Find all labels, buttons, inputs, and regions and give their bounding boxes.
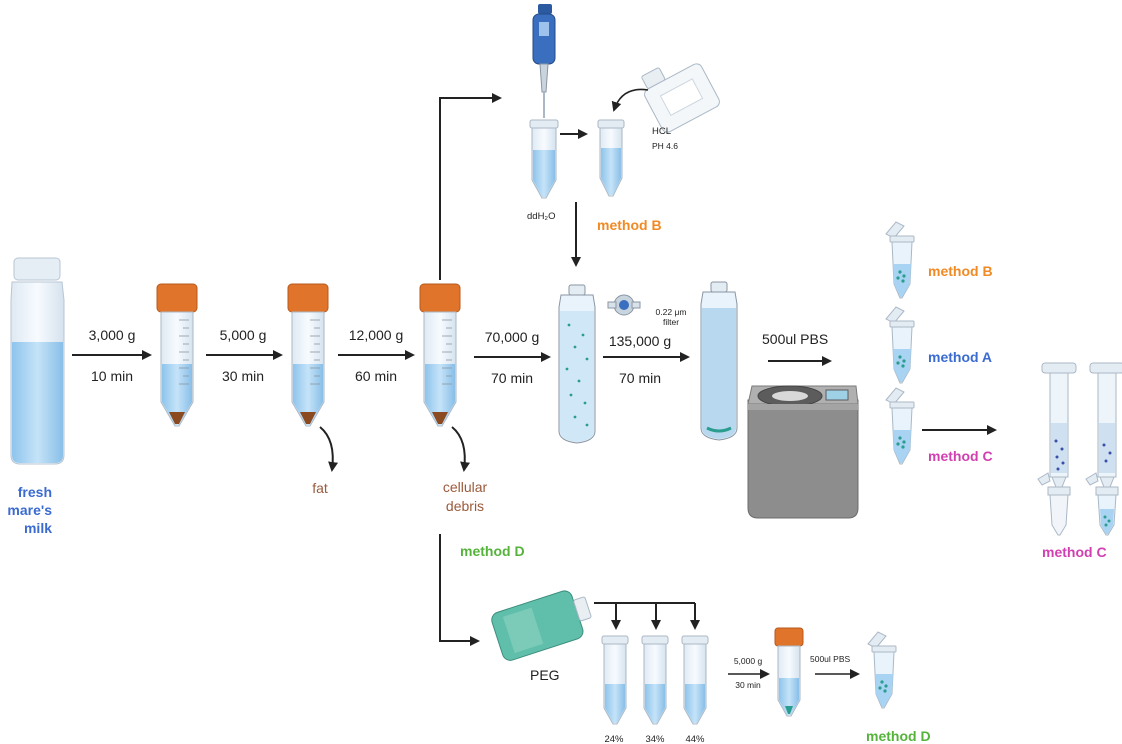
- centrifuge-icon: [747, 385, 859, 519]
- falcon-tube-icon: [287, 283, 329, 427]
- method-b-label: method B: [597, 217, 662, 233]
- sec-column-icon: [1085, 362, 1122, 536]
- method-d-pbs-label: 500ul PBS: [810, 654, 850, 664]
- step-5-force: 135,000 g: [609, 333, 671, 349]
- ultracentrifuge-tube-icon: [558, 284, 596, 444]
- reagent-bottle-icon: [641, 63, 720, 133]
- step-4-force: 70,000 g: [485, 329, 540, 345]
- result-label-method-c: method C: [928, 448, 993, 464]
- method-d-spin-time: 30 min: [735, 680, 761, 690]
- sec-column-icon: [1037, 362, 1077, 536]
- conical-tube-icon: [597, 119, 625, 197]
- filter-label-line2: filter: [663, 317, 679, 327]
- arrow: [439, 93, 502, 280]
- peg-percentage: 44%: [685, 734, 705, 744]
- milk-bottle-icon: [10, 257, 65, 465]
- peg-percentage: 34%: [645, 734, 665, 744]
- step-5-time: 70 min: [619, 370, 661, 386]
- acid-label-line2: PH 4.6: [652, 141, 678, 151]
- peg-percentage: 24%: [604, 734, 624, 744]
- source-label-line3: milk: [24, 520, 52, 536]
- arrow: [451, 426, 471, 472]
- arrow: [319, 426, 339, 472]
- water-label: ddH₂O: [527, 211, 556, 222]
- result-label-method-a: method A: [928, 349, 992, 365]
- eppendorf-tube-icon: [885, 221, 915, 299]
- peg-bottle-icon: [491, 590, 592, 661]
- peg-label: PEG: [530, 667, 560, 683]
- method-d-final-label: method D: [866, 728, 931, 744]
- arrow: [611, 88, 649, 112]
- conical-tube-icon: [529, 119, 559, 199]
- step-3-time: 60 min: [355, 368, 397, 384]
- source-label-line2: mare's: [7, 502, 52, 518]
- conical-tube-icon: [601, 635, 629, 725]
- pbs-label: 500ul PBS: [762, 331, 828, 347]
- method-d-label: method D: [460, 543, 525, 559]
- eppendorf-tube-icon: [885, 387, 915, 465]
- step-1-time: 10 min: [91, 368, 133, 384]
- step-2-time: 30 min: [222, 368, 264, 384]
- falcon-tube-icon: [774, 627, 804, 717]
- syringe-filter-icon: [607, 294, 641, 316]
- arrow: [439, 534, 480, 646]
- filter-label-line1: 0.22 μm: [656, 307, 687, 317]
- step-1-force: 3,000 g: [89, 327, 136, 343]
- method-d-spin-force: 5,000 g: [734, 656, 763, 666]
- falcon-tube-icon: [156, 283, 198, 427]
- debris-label-line1: cellular: [443, 479, 488, 495]
- pipette-icon: [532, 4, 556, 118]
- debris-label-line2: debris: [446, 498, 484, 514]
- conical-tube-icon: [641, 635, 669, 725]
- step-4-time: 70 min: [491, 370, 533, 386]
- conical-tube-icon: [681, 635, 709, 725]
- eppendorf-tube-icon: [867, 631, 897, 709]
- acid-label-line1: HCL: [652, 126, 671, 137]
- source-label-line1: fresh: [18, 484, 52, 500]
- fat-label: fat: [312, 480, 328, 496]
- step-2-force: 5,000 g: [220, 327, 267, 343]
- step-3-force: 12,000 g: [349, 327, 404, 343]
- result-label-method-b: method B: [928, 263, 993, 279]
- falcon-tube-icon: [419, 283, 461, 427]
- ultracentrifuge-tube-icon: [700, 281, 738, 441]
- method-c-final-label: method C: [1042, 544, 1107, 560]
- eppendorf-tube-icon: [885, 306, 915, 384]
